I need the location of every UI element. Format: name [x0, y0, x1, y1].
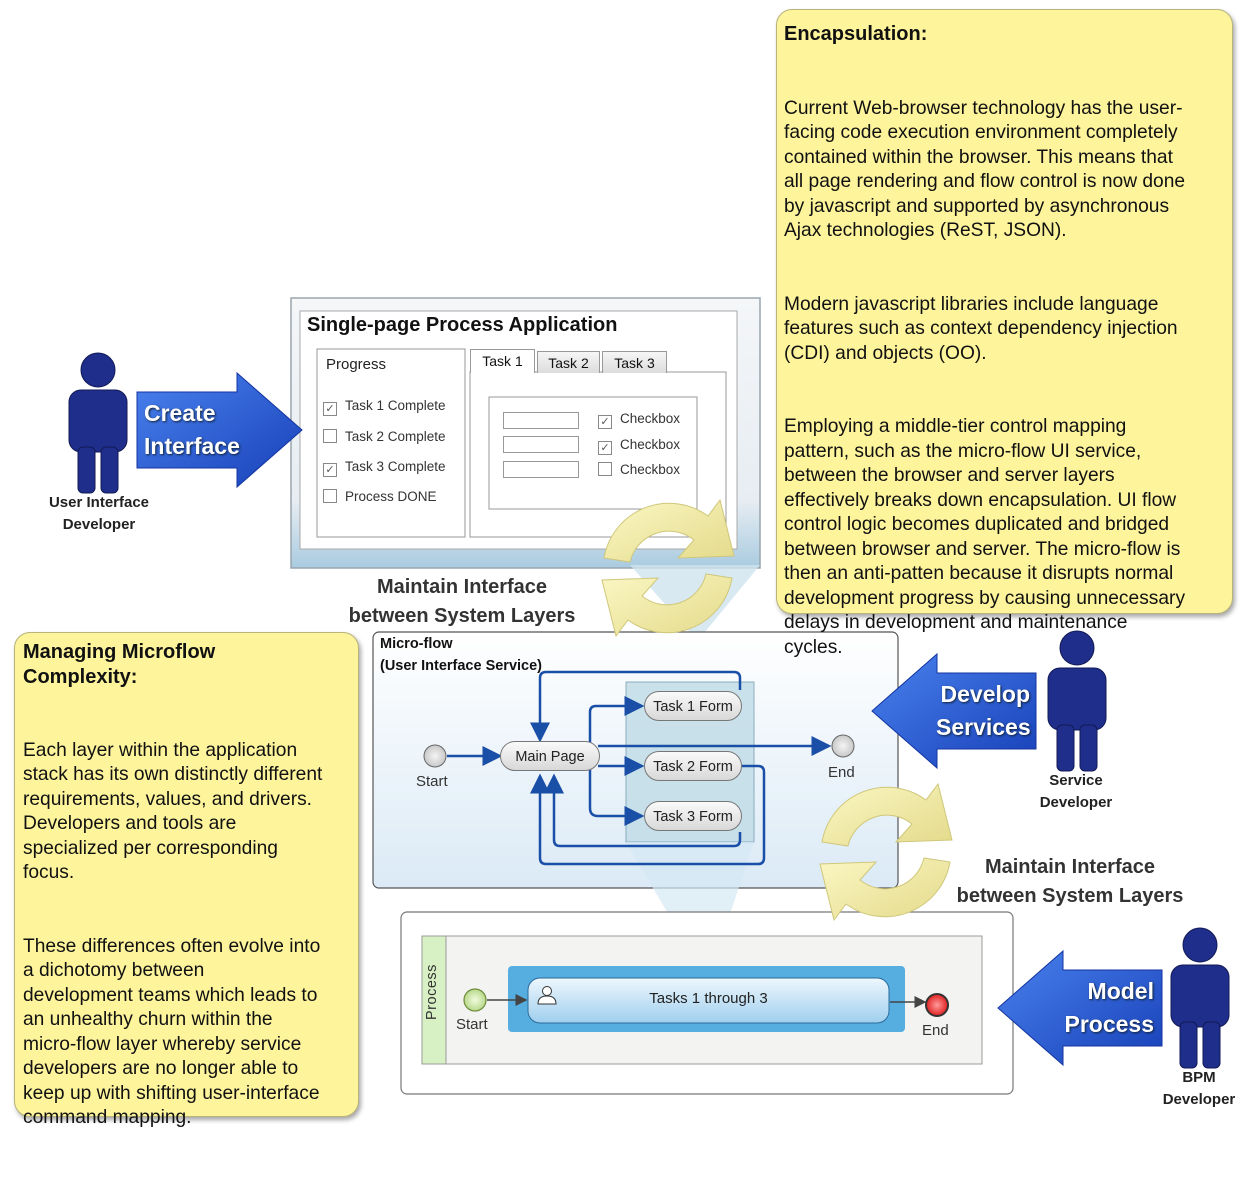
progress-item[interactable]: ✓ Task 1 Complete: [323, 398, 446, 416]
encapsulation-title: Encapsulation:: [784, 23, 928, 45]
process-lane-header: [421, 935, 447, 1065]
service-developer-label: Service Developer: [1039, 772, 1113, 811]
spa-progress-panel: [316, 348, 466, 538]
tab-task-2[interactable]: Task 2: [537, 351, 600, 373]
process-task-label[interactable]: Tasks 1 through 3: [649, 990, 768, 1007]
ui-developer-label: User Interface Developer: [48, 494, 150, 533]
checkbox-icon: [323, 429, 337, 443]
encapsulation-paragraph: Modern javascript libraries include lang…: [784, 293, 1178, 364]
develop-services-arrow: [871, 652, 1037, 770]
microflow-title: Micro-flow: [380, 636, 453, 652]
task-3-form-node[interactable]: Task 3 Form: [644, 801, 742, 831]
encapsulation-paragraph: Current Web-browser technology has the u…: [784, 97, 1186, 242]
tab-task-3[interactable]: Task 3: [602, 351, 667, 373]
mf-flow-task1-main: [530, 670, 742, 743]
mf-flow-main-task3: [588, 766, 645, 826]
maintain-interface-bottom-label: Maintain Interface between System Layers: [956, 856, 1184, 907]
checkbox-icon: ✓: [323, 402, 337, 416]
process-start-label: Start: [456, 1016, 488, 1033]
process-task-inner: [527, 977, 890, 1024]
checkbox-icon: [323, 489, 337, 503]
form-checkbox-label: Checkbox: [620, 437, 681, 452]
process-start-event: [463, 988, 487, 1012]
mf-flow-main-task1: [588, 696, 645, 748]
text-field[interactable]: [503, 461, 579, 478]
microflow-paragraph: Each layer within the application stack …: [23, 739, 323, 884]
encapsulation-body: Current Web-browser technology has the u…: [784, 72, 1224, 709]
tab-task-1[interactable]: Task 1: [470, 349, 535, 373]
checkbox-icon: [598, 462, 612, 476]
microflow-complexity-body: Each layer within the application stack …: [23, 714, 350, 1180]
process-lane-label: Process: [424, 964, 440, 1020]
encapsulation-paragraph: Employing a middle-tier control mapping …: [784, 416, 1186, 658]
mf-start-event: [423, 744, 447, 768]
form-checkbox[interactable]: ✓ Checkbox: [598, 437, 680, 455]
cycle-arrows-top: [601, 498, 735, 638]
checkbox-icon: ✓: [598, 441, 612, 455]
ui-developer-person-icon: [68, 352, 128, 494]
model-process-label: Model Process: [1064, 978, 1154, 1037]
progress-item-label: Task 3 Complete: [345, 459, 446, 474]
cycle-arrows-bottom: [819, 782, 953, 922]
microflow-complexity-title: Managing Microflow Complexity:: [23, 641, 216, 688]
microflow-subtitle: (User Interface Service): [380, 658, 542, 674]
bpm-developer-person-icon: [1170, 927, 1230, 1069]
checkbox-icon: ✓: [598, 415, 612, 429]
spa-progress-title: Progress: [326, 356, 387, 373]
bpm-developer-label: BPM Developer: [1162, 1069, 1236, 1108]
form-checkbox[interactable]: Checkbox: [598, 462, 680, 478]
mf-flow-task2-main: [530, 764, 766, 866]
spa-title: Single-page Process Application: [307, 314, 618, 336]
task-1-form-node[interactable]: Task 1 Form: [644, 691, 742, 721]
form-checkbox-label: Checkbox: [620, 462, 681, 477]
progress-item[interactable]: Process DONE: [323, 489, 437, 505]
develop-services-label: Develop Services: [936, 681, 1031, 740]
checkbox-icon: ✓: [323, 463, 337, 477]
main-page-node[interactable]: Main Page: [500, 741, 600, 771]
encapsulation-note: Encapsulation: Current Web-browser techn…: [776, 9, 1233, 658]
microflow-complexity-note: Managing Microflow Complexity: Each laye…: [14, 632, 359, 1128]
process-end-label: End: [922, 1022, 949, 1039]
mf-end-event: [831, 734, 855, 758]
maintain-interface-top-label: Maintain Interface between System Layers: [348, 576, 576, 627]
form-checkbox-label: Checkbox: [620, 411, 681, 426]
service-developer-person-icon: [1047, 630, 1107, 772]
mf-start-label: Start: [416, 773, 448, 790]
progress-item-label: Task 1 Complete: [345, 398, 446, 413]
progress-item[interactable]: ✓ Task 3 Complete: [323, 459, 446, 477]
progress-item-label: Process DONE: [345, 489, 437, 504]
model-process-arrow: [997, 949, 1163, 1067]
create-interface-arrow: [136, 371, 303, 489]
user-task-icon: [537, 986, 557, 1005]
microflow-paragraph: These differences often evolve into a di…: [23, 935, 321, 1129]
progress-item-label: Task 2 Complete: [345, 429, 446, 444]
progress-item[interactable]: Task 2 Complete: [323, 429, 446, 445]
form-checkbox[interactable]: ✓ Checkbox: [598, 411, 680, 429]
create-interface-label: Create Interface: [144, 400, 240, 459]
text-field[interactable]: [503, 412, 579, 429]
text-field[interactable]: [503, 436, 579, 453]
task-2-form-node[interactable]: Task 2 Form: [644, 751, 742, 781]
mf-end-label: End: [828, 764, 855, 781]
process-end-event: [925, 993, 949, 1017]
mf-flow-task3-main: [544, 773, 742, 848]
